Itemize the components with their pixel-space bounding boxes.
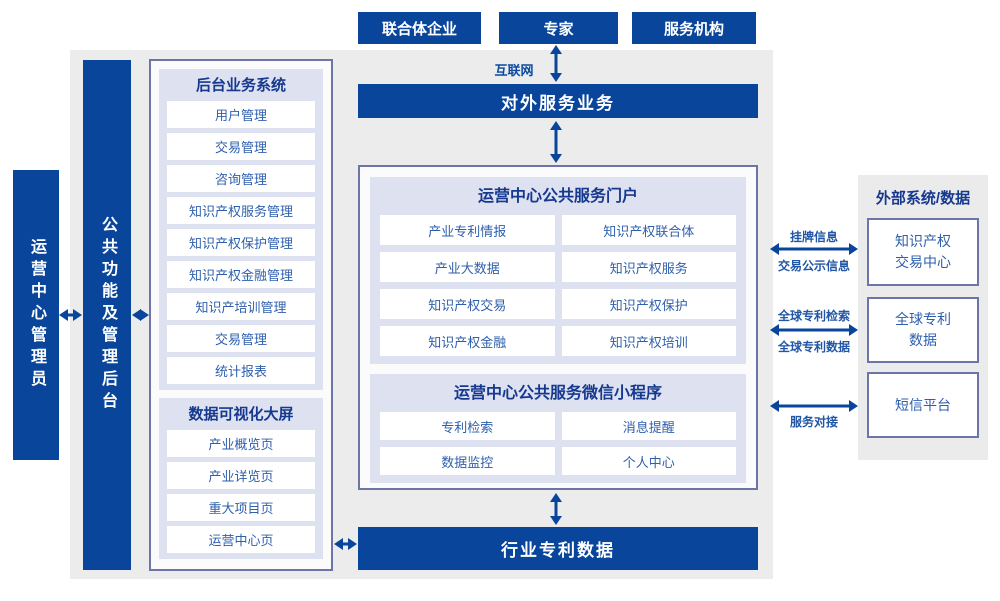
- miniprogram-item: 数据监控: [380, 447, 555, 475]
- dashboard-title: 数据可视化大屏: [188, 406, 294, 423]
- portal-item: 知识产权交易: [380, 289, 555, 319]
- actor-experts: 专家: [499, 12, 618, 44]
- actor-consortium-enterprises: 联合体企业: [358, 12, 481, 44]
- backend-system-item: 知识产培训管理: [167, 293, 315, 320]
- backend-system-item: 交易管理: [167, 133, 315, 160]
- dashboard-item: 运营中心页: [167, 526, 315, 553]
- operations-admin-label: 运营中心管理员: [28, 238, 45, 392]
- backend-system-item: 知识产权金融管理: [167, 261, 315, 288]
- backend-dashboard-container: 后台业务系统 用户管理交易管理咨询管理知识产权服务管理知识产权保护管理知识产权金…: [149, 59, 333, 571]
- dashboard-item: 产业概览页: [167, 430, 315, 457]
- portal-item: 知识产权联合体: [561, 215, 736, 245]
- portal-item: 知识产权服务: [561, 252, 736, 282]
- arrow-ip-exchange-icon: [770, 242, 858, 256]
- arrow-admin-backend-icon: [59, 308, 82, 322]
- portal-item: 知识产权培训: [561, 326, 736, 356]
- industry-patent-data-bar: 行业专利数据: [358, 527, 758, 570]
- arrow-portal-patentdata-icon: [549, 493, 563, 525]
- dashboard-list: 产业概览页产业详览页重大项目页运营中心页: [167, 430, 315, 553]
- backend-system-list: 用户管理交易管理咨询管理知识产权服务管理知识产权保护管理知识产权金融管理知识产培…: [167, 101, 315, 384]
- miniprogram-list: 专利检索消息提醒数据监控个人中心: [380, 412, 736, 475]
- backend-system-item: 知识产权服务管理: [167, 197, 315, 224]
- miniprogram-item: 消息提醒: [561, 412, 736, 440]
- backend-system-title: 后台业务系统: [195, 77, 286, 94]
- arrow-backend-system-icon: [132, 308, 149, 322]
- miniprogram-title: 运营中心公共服务微信小程序: [453, 385, 662, 402]
- external-systems-title: 外部系统/数据: [875, 190, 971, 207]
- arrow-service-to-portal-icon: [549, 121, 563, 163]
- backend-management-bar: 公共功能及管理后台: [83, 60, 131, 570]
- miniprogram-panel: 运营中心公共服务微信小程序 专利检索消息提醒数据监控个人中心: [370, 374, 746, 483]
- backend-system-item: 用户管理: [167, 101, 315, 128]
- external-box-global-patent-data-label: 全球专利数据: [895, 311, 951, 348]
- portal-panel: 运营中心公共服务门户 产业专利情报知识产权联合体产业大数据知识产权服务知识产权交…: [370, 177, 746, 364]
- backend-system-item: 交易管理: [167, 325, 315, 352]
- operations-admin-box: 运营中心管理员: [13, 170, 59, 460]
- miniprogram-item: 专利检索: [380, 412, 555, 440]
- link-label-service-docking: 服务对接: [789, 415, 838, 429]
- link-label-global-patent-search: 全球专利检索: [777, 309, 850, 323]
- actor-service-agencies: 服务机构: [632, 12, 756, 44]
- portal-item: 产业大数据: [380, 252, 555, 282]
- backend-system-item: 咨询管理: [167, 165, 315, 192]
- arrow-dashboard-patentdata-icon: [334, 537, 357, 551]
- backend-management-label: 公共功能及管理后台: [99, 216, 116, 414]
- dashboard-panel: 数据可视化大屏 产业概览页产业详览页重大项目页运营中心页: [159, 398, 323, 559]
- external-box-sms-platform-label: 短信平台: [895, 396, 951, 413]
- external-box-global-patent-data: 全球专利数据: [867, 297, 979, 363]
- portal-title: 运营中心公共服务门户: [477, 188, 638, 205]
- backend-system-panel: 后台业务系统 用户管理交易管理咨询管理知识产权服务管理知识产权保护管理知识产权金…: [159, 69, 323, 390]
- external-service-bar: 对外服务业务: [358, 84, 758, 118]
- internet-label: 互联网: [494, 63, 534, 78]
- miniprogram-item: 个人中心: [561, 447, 736, 475]
- arrow-sms-platform-icon: [770, 399, 858, 413]
- external-box-ip-exchange-label: 知识产权交易中心: [895, 233, 951, 270]
- portal-item: 知识产权保护: [561, 289, 736, 319]
- link-label-listing-info: 挂牌信息: [789, 230, 838, 244]
- portal-list: 产业专利情报知识产权联合体产业大数据知识产权服务知识产权交易知识产权保护知识产权…: [380, 215, 736, 356]
- backend-system-item: 知识产权保护管理: [167, 229, 315, 256]
- arrow-internet-icon: [549, 45, 563, 82]
- external-box-sms-platform: 短信平台: [867, 372, 979, 438]
- external-box-ip-exchange: 知识产权交易中心: [867, 218, 979, 286]
- portal-item: 产业专利情报: [380, 215, 555, 245]
- portal-container: 运营中心公共服务门户 产业专利情报知识产权联合体产业大数据知识产权服务知识产权交…: [358, 165, 758, 490]
- dashboard-item: 重大项目页: [167, 494, 315, 521]
- arrow-global-patent-icon: [770, 323, 858, 337]
- dashboard-item: 产业详览页: [167, 462, 315, 489]
- backend-system-item: 统计报表: [167, 357, 315, 384]
- link-label-global-patent-data: 全球专利数据: [777, 340, 850, 354]
- portal-item: 知识产权金融: [380, 326, 555, 356]
- link-label-transaction-publicity: 交易公示信息: [777, 259, 850, 273]
